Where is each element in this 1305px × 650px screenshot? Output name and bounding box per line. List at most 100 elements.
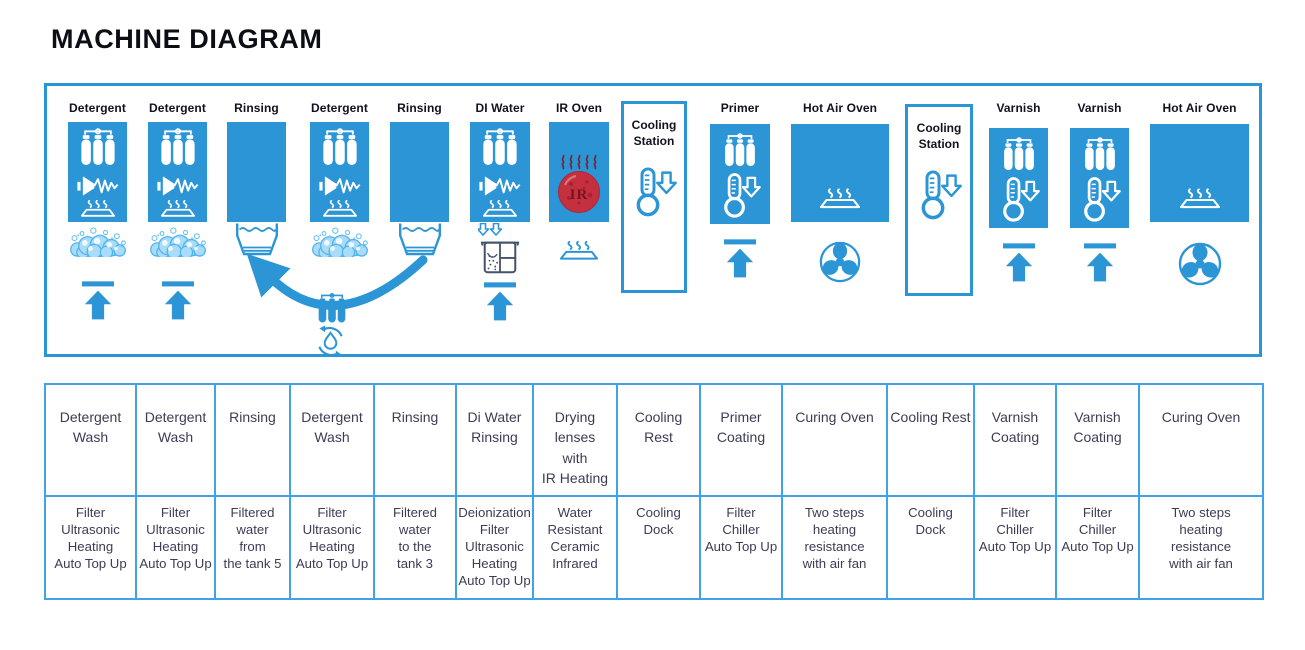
filter-icon [481, 127, 519, 167]
foam-icon [147, 225, 209, 257]
details-cell: Two steps heating resistance with air fa… [781, 495, 888, 600]
tank-box [390, 122, 449, 222]
heating-icon [558, 241, 600, 260]
thermometer-down-icon [1078, 176, 1122, 223]
station-label: IR Oven [555, 101, 603, 115]
details-cell: Filter Ultrasonic Heating Auto Top Up [289, 495, 375, 600]
details-cell: Filter Ultrasonic Heating Auto Top Up [135, 495, 216, 600]
thermometer-down-icon [915, 169, 963, 221]
filter-icon [1002, 136, 1036, 172]
details-cell: Filtered water from the tank 5 [214, 495, 291, 600]
oven-box [791, 124, 889, 222]
process-cell: Cooling Rest [616, 383, 701, 497]
oven-box [1150, 124, 1249, 222]
details-cell: Water Resistant Ceramic Infrared [532, 495, 618, 600]
details-cell: Filter Chiller Auto Top Up [699, 495, 783, 600]
fan-icon [1178, 242, 1222, 286]
load-arrow-icon [82, 281, 114, 321]
ultrasonic-icon [156, 175, 200, 197]
fan-icon [819, 241, 861, 283]
heating-icon [1179, 188, 1221, 209]
heating-icon [819, 188, 861, 209]
recycle-water-icon [314, 325, 347, 358]
station-label: Hot Air Oven [1162, 101, 1237, 115]
cooling-box: Cooling Station [905, 104, 973, 296]
station-rinsing-2: Rinsing [390, 86, 449, 354]
process-cell: Detergent Wash [44, 383, 137, 497]
thermometer-down-icon [997, 176, 1041, 223]
process-cell: Primer Coating [699, 383, 783, 497]
process-cell: Rinsing [214, 383, 291, 497]
process-cell: Curing Oven [781, 383, 888, 497]
thermometer-down-icon [718, 172, 762, 219]
station-ir-oven: IR Oven IR [549, 86, 609, 354]
details-cell: Deionization Filter Ultrasonic Heating A… [455, 495, 534, 600]
heating-icon [321, 200, 359, 217]
ultrasonic-icon [478, 175, 522, 197]
thermometer-down-icon [630, 166, 678, 218]
tank-box [710, 124, 770, 224]
heat-waves-icon [559, 154, 599, 170]
ultrasonic-icon [318, 175, 362, 197]
station-detergent-1: Detergent [68, 86, 127, 354]
station-cooling-1: Cooling Station [621, 86, 687, 354]
station-hot-air-oven-2: Hot Air Oven [1150, 86, 1249, 354]
heating-icon [79, 200, 117, 217]
process-cell: Varnish Coating [973, 383, 1057, 497]
station-label: Rinsing [397, 101, 442, 115]
ir-lamp-icon: IR [558, 171, 600, 213]
process-row: Detergent Wash Detergent Wash Rinsing De… [44, 383, 1264, 497]
station-primer: Primer [710, 86, 770, 354]
details-cell: Cooling Dock [886, 495, 975, 600]
details-cell: Cooling Dock [616, 495, 701, 600]
station-hot-air-oven-1: Hot Air Oven [791, 86, 889, 354]
filter-icon [159, 127, 197, 167]
station-detergent-2: Detergent [148, 86, 207, 354]
station-rinsing-1: Rinsing [227, 86, 286, 354]
process-table: Detergent Wash Detergent Wash Rinsing De… [44, 383, 1264, 600]
station-label: DI Water [475, 101, 525, 115]
station-label: Detergent [149, 101, 206, 115]
filter-icon [723, 132, 757, 168]
filter-icon [316, 292, 348, 324]
station-label: Detergent [69, 101, 126, 115]
station-label: Cooling Station [631, 118, 677, 148]
station-label: Primer [720, 101, 760, 115]
station-detergent-3: Detergent [310, 86, 369, 354]
load-arrow-icon [1003, 243, 1035, 283]
details-cell: Filter Chiller Auto Top Up [973, 495, 1057, 600]
station-label: Detergent [311, 101, 368, 115]
station-cooling-2: Cooling Station [905, 86, 973, 354]
process-cell: Detergent Wash [289, 383, 375, 497]
load-arrow-icon [1084, 243, 1116, 283]
tank-box [989, 128, 1048, 228]
tank-box [68, 122, 127, 222]
ultrasonic-icon [76, 175, 120, 197]
station-label: Hot Air Oven [802, 101, 878, 115]
process-cell: Curing Oven [1138, 383, 1264, 497]
details-row: Filter Ultrasonic Heating Auto Top Up Fi… [44, 495, 1264, 600]
station-varnish-2: Varnish [1070, 86, 1129, 354]
tank-box [470, 122, 530, 222]
details-cell: Filter Chiller Auto Top Up [1055, 495, 1140, 600]
station-di-water: DI Water [470, 86, 530, 354]
process-cell: Rinsing [373, 383, 457, 497]
details-cell: Filter Ultrasonic Heating Auto Top Up [44, 495, 137, 600]
process-cell: Di Water Rinsing [455, 383, 534, 497]
tank-box [1070, 128, 1129, 228]
tank-box [310, 122, 369, 222]
filter-icon [1083, 136, 1117, 172]
beaker-icon [474, 235, 526, 277]
station-label: Varnish [996, 101, 1041, 115]
filter-icon [79, 127, 117, 167]
heating-icon [481, 200, 519, 217]
filter-icon [321, 127, 359, 167]
details-cell: Two steps heating resistance with air fa… [1138, 495, 1264, 600]
foam-icon [67, 225, 129, 257]
process-cell: Drying lenses with IR Heating [532, 383, 618, 497]
ir-label: IR [570, 187, 589, 203]
machine-diagram-panel: Detergent Detergent Rinsing Detergent [44, 83, 1262, 357]
station-label: Rinsing [234, 101, 279, 115]
station-label: Cooling Station [916, 121, 962, 151]
station-varnish-1: Varnish [989, 86, 1048, 354]
